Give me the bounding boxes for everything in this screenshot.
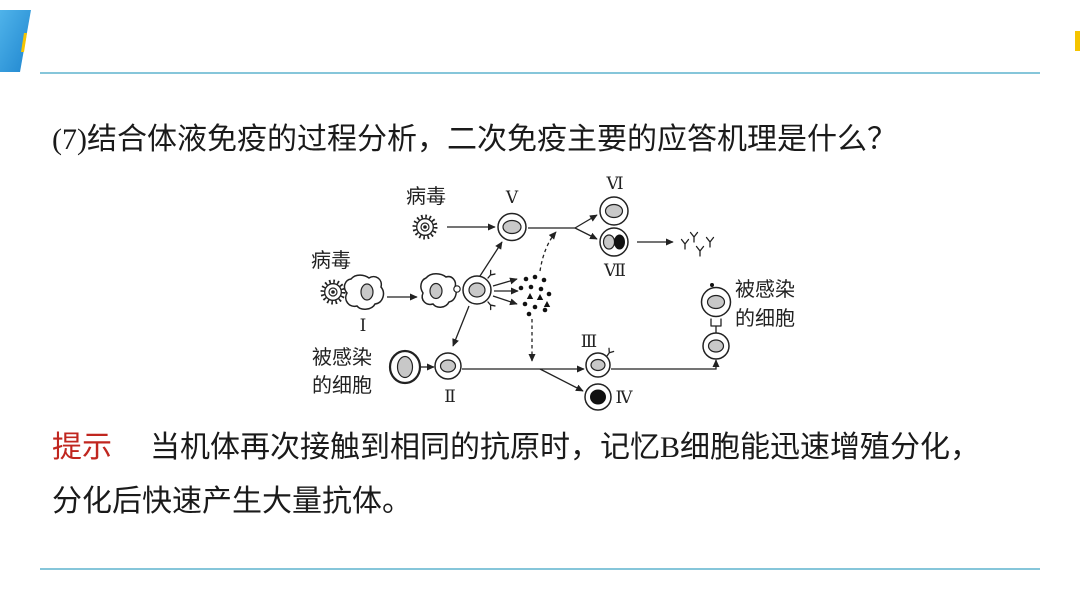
cell-vii-label: Ⅶ <box>603 261 626 280</box>
cell-iii-label: Ⅲ <box>581 332 597 351</box>
cell-nucleus <box>590 358 606 372</box>
antibody <box>689 231 699 243</box>
cell-v <box>497 212 527 242</box>
cell-binding-receptor <box>710 318 722 334</box>
cell-vi-label: Ⅵ <box>605 174 623 193</box>
cell-vii <box>599 227 629 257</box>
corner-decoration <box>0 10 31 72</box>
lymphokine-dot <box>532 304 538 310</box>
virus-spikes <box>320 279 346 305</box>
infected-cell-label-right-line2: 的细胞 <box>735 307 795 330</box>
lymphokine-dot <box>526 311 532 317</box>
virus-label-left: 病毒 <box>311 249 351 272</box>
cell-i-label: Ⅰ <box>360 316 367 335</box>
virus-core-dot <box>423 225 427 229</box>
cell-v-label: Ⅴ <box>505 188 519 207</box>
hint-label: 提示 <box>52 431 112 464</box>
t-cell <box>462 269 496 311</box>
arrow-t-cell-to-lymphokines <box>492 295 518 306</box>
lymphokine-dot <box>528 284 534 290</box>
corner-yellow-stripe <box>21 33 27 52</box>
arrow-split-to-cell-vi <box>574 214 598 229</box>
cell-nucleus <box>396 355 414 379</box>
hint-line-2: 分化后快速产生大量抗体。 <box>52 482 412 522</box>
arrow-cell-iii-to-effector-cell <box>611 359 720 370</box>
infected-cell-left <box>388 349 422 385</box>
hint-text-line-1: 当机体再次接触到相同的抗原时，记忆B细胞能迅速增殖分化， <box>150 431 981 464</box>
cell-ii-label: Ⅱ <box>444 387 456 406</box>
cell-iv <box>584 383 612 411</box>
lymphokine-dot <box>523 276 529 282</box>
antigen-presenting-cell <box>420 273 461 308</box>
lymphokine-dot <box>532 274 538 280</box>
arrow-split-to-cell-vii <box>574 227 598 240</box>
virus-label-top: 病毒 <box>406 185 446 208</box>
cell-nucleus <box>604 203 624 219</box>
infected-cell-right <box>700 286 732 318</box>
effector-cell <box>702 332 730 360</box>
cell-nucleus <box>468 282 486 298</box>
arrow-t-cell-to-cell-v <box>479 241 503 277</box>
question-text: (7)结合体液免疫的过程分析，二次免疫主要的应答机理是什么？ <box>52 123 897 156</box>
infected-cell-label-left-line2: 的细胞 <box>312 374 372 397</box>
antibody-icon <box>680 231 715 257</box>
antibody <box>705 236 715 248</box>
lymphokine-dot <box>541 277 547 283</box>
cell-nucleus <box>590 389 606 405</box>
cell-nucleus <box>439 359 457 373</box>
arrow-t-cell-to-lymphokines <box>492 277 518 287</box>
corner-blue-band <box>0 10 31 72</box>
cell-iv-label: Ⅳ <box>616 388 634 407</box>
lymphokine-dot <box>522 301 528 307</box>
presented-antigen <box>453 285 461 293</box>
lymphokine-dot <box>518 285 524 291</box>
receptor-icon <box>487 301 496 311</box>
infected-cell-label-right-line1: 被感染 <box>735 278 795 301</box>
lymphokine-dot <box>538 286 544 292</box>
virus-core-dot <box>331 290 335 294</box>
virus-icon <box>412 214 438 240</box>
lymphokine-triangle <box>526 293 534 299</box>
hint-line-1: 提示 当机体再次接触到相同的抗原时，记忆B细胞能迅速增殖分化， <box>52 428 980 468</box>
lymphokine-triangle <box>543 301 551 307</box>
antibody <box>695 245 705 257</box>
cell-dark-body <box>614 234 625 250</box>
hint-text-line-2: 分化后快速产生大量抗体。 <box>52 485 412 518</box>
right-edge-tab <box>1075 31 1080 51</box>
lymphokine-dot <box>546 291 552 297</box>
infected-cell-label-left-line1: 被感染 <box>312 346 372 369</box>
cell-nucleus <box>429 282 443 300</box>
cell-nucleus <box>502 219 522 235</box>
cell-ii <box>434 352 462 380</box>
dashed-arrow-lymphokines-to-b-cell <box>539 231 557 272</box>
cell-vi <box>599 196 629 226</box>
cell-nucleus <box>707 339 725 353</box>
antibody <box>680 238 690 250</box>
lymphokine-triangle <box>536 294 544 300</box>
receptor-icon <box>606 347 615 357</box>
virus-icon <box>320 279 346 305</box>
cell-iii <box>585 347 615 378</box>
receptor-icon <box>487 269 496 279</box>
cell-nucleus <box>706 294 726 310</box>
arrow-branch-to-cell-iv <box>539 368 584 392</box>
antigen-dot <box>710 283 714 287</box>
footer-divider <box>40 568 1040 570</box>
cell-i-macrophage <box>343 274 385 310</box>
lymphokine-dot <box>542 307 548 313</box>
lymphokine-icon <box>518 274 552 317</box>
virus-spikes <box>412 214 438 240</box>
cell-nucleus <box>602 234 616 250</box>
arrow-t-cell-to-cell-ii <box>452 305 470 347</box>
header-divider <box>40 72 1040 74</box>
cell-nucleus <box>360 283 374 301</box>
immune-response-diagram: 病毒 Ⅴ Ⅵ Ⅶ 病毒 <box>311 174 795 411</box>
